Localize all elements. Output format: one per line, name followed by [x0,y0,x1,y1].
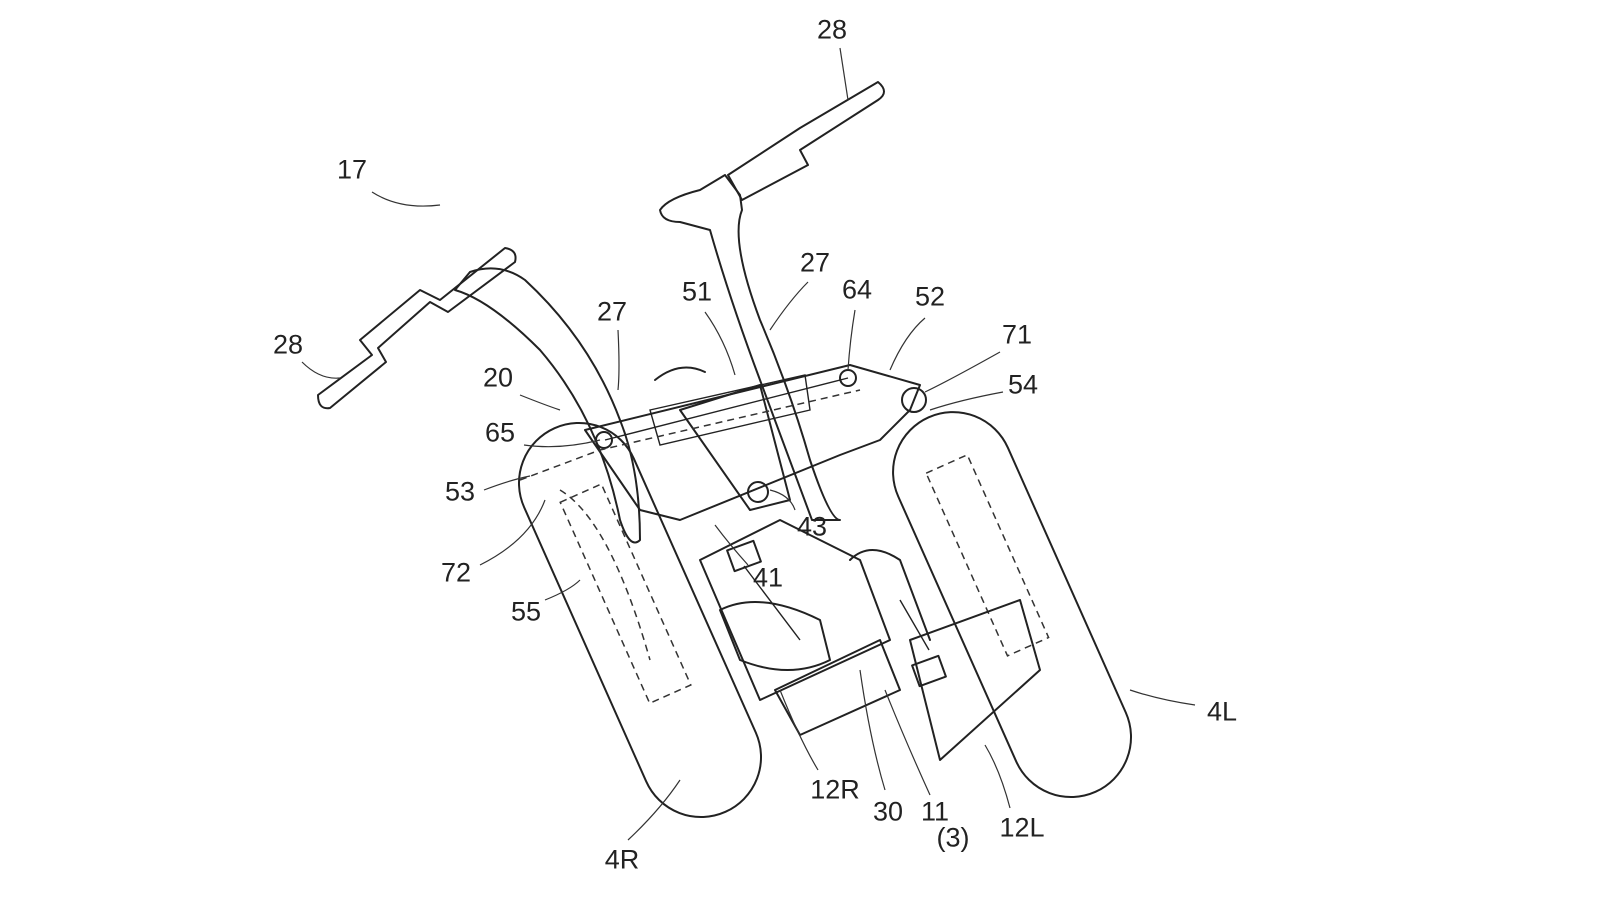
label-55: 55 [510,596,542,627]
label-20: 20 [482,362,514,393]
label-11: 11 [920,796,950,827]
label-54: 54 [1007,369,1039,400]
label-3: (3) [936,822,970,853]
label-41: 41 [752,562,784,593]
right-handlebar [659,81,885,521]
label-30: 30 [872,796,904,827]
label-28-top: 28 [816,14,848,45]
label-12L: 12L [999,812,1045,843]
label-71: 71 [1001,319,1033,350]
label-12R: 12R [810,774,860,805]
label-4R: 4R [604,844,640,875]
left-handlebar [317,247,641,544]
body-11 [699,519,1041,761]
wheel-4R [517,421,763,819]
label-27-right: 27 [799,247,831,278]
label-28-left: 28 [272,329,304,360]
label-17: 17 [336,154,368,185]
label-64: 64 [841,274,873,305]
label-27-left: 27 [596,296,628,327]
wheel-4L [892,411,1133,799]
label-52: 52 [914,281,946,312]
label-43: 43 [796,511,828,542]
leader-lines [301,47,1196,841]
label-72: 72 [440,557,472,588]
label-4L: 4L [1206,696,1238,727]
label-65: 65 [484,417,516,448]
steering-mechanism [519,364,927,661]
label-53: 53 [444,476,476,507]
label-51: 51 [681,276,713,307]
